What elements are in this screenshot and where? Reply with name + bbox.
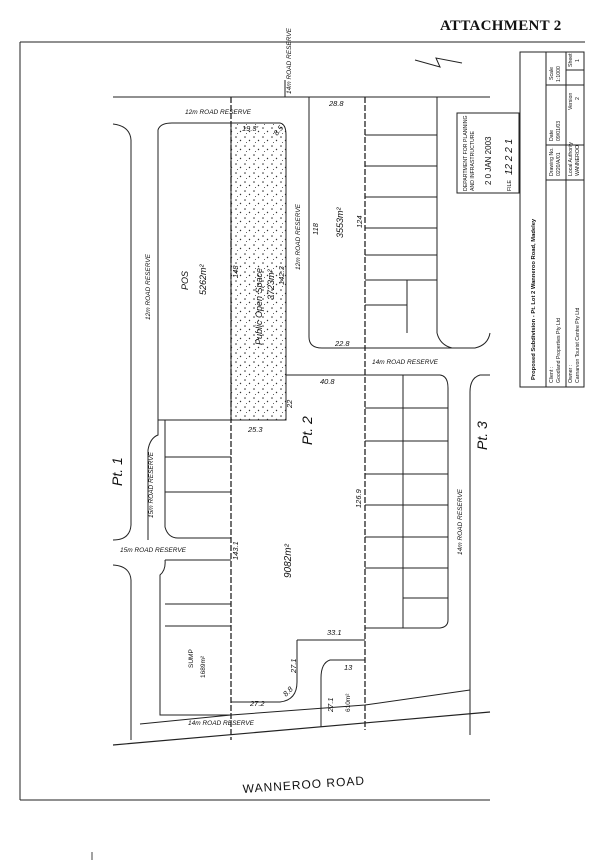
- label-top-road: 12m ROAD RESERVE: [185, 109, 252, 116]
- dpi-received-stamp: DEPARTMENT FOR PLANNING AND INFRASTRUCTU…: [456, 112, 520, 194]
- label-bottom-road: 14m ROAD RESERVE: [188, 720, 255, 727]
- tb-authority: WANNEROO: [575, 145, 581, 176]
- label-pt1: Pt. 1: [109, 457, 125, 486]
- left-lower-lot-lines: [165, 456, 231, 493]
- label-mid-vertical-road: 12m ROAD RESERVE: [295, 203, 302, 270]
- label-mid-horizontal-road: 14m ROAD RESERVE: [372, 359, 439, 366]
- label-right-vertical-road: 14m ROAD RESERVE: [457, 488, 464, 555]
- tb-client-label: Client :: [549, 367, 555, 383]
- label-wanneroo-road: WANNEROO ROAD: [242, 773, 365, 796]
- tb-owner: Carnarvon Tourist Centre Pty Ltd: [575, 307, 581, 383]
- dim-27-1b: 27.1: [326, 697, 335, 713]
- label-lot-3553: 3553m²: [335, 206, 345, 238]
- dim-126-9: 126.9: [354, 488, 363, 508]
- tb-date: 09/01/03: [556, 121, 562, 141]
- label-pt2: Pt. 2: [299, 416, 315, 445]
- tb-date-label: Date: [549, 130, 555, 141]
- label-sump: SUMP: [188, 649, 195, 668]
- dim-27-2: 27.2: [249, 699, 265, 708]
- lot-3553: [308, 97, 365, 349]
- dim-13: 13: [344, 663, 353, 672]
- label-pos: POS: [180, 271, 190, 290]
- dim-118: 118: [311, 222, 320, 235]
- upper-right-lot-corner: [436, 332, 453, 349]
- label-public-open-space-area: 3723m²: [266, 268, 276, 300]
- tb-version: 2: [575, 97, 581, 100]
- pos-lot: [157, 122, 232, 421]
- label-lot-9082: 9082m²: [283, 543, 294, 578]
- bottom-road-line: [139, 689, 471, 725]
- label-pos-area: 5262m²: [198, 263, 208, 295]
- attachment-title: ATTACHMENT 2: [440, 18, 562, 34]
- stamp-file-no: 12 2 2 1: [504, 139, 515, 175]
- sump-lot-lines: [165, 603, 231, 627]
- dim-19-3: 19.3': [242, 124, 259, 133]
- dim-143-1: 143.1: [231, 541, 240, 560]
- label-left-vertical-road: 12m ROAD RESERVE: [145, 253, 152, 320]
- dim-27-1a: 27.1: [289, 658, 298, 674]
- mid-right-lot-lines: [365, 407, 448, 599]
- tb-authority-label: Local Authority: [568, 142, 574, 176]
- stamp-dept-line2: AND INFRASTRUCTURE: [470, 131, 476, 191]
- dim-8-8: 8.8: [281, 684, 295, 698]
- label-lot-610: 610m²: [345, 693, 352, 712]
- dim-148: 148: [231, 265, 240, 278]
- dim-142: 142.3: [277, 265, 286, 285]
- lot-610: [320, 659, 365, 727]
- tb-drawing-no: 0220/A/01: [556, 152, 562, 176]
- label-public-open-space: Public Open Space: [254, 268, 264, 345]
- dim-124: 124: [355, 215, 364, 228]
- tb-drawing-label: Drawing No.: [549, 147, 555, 176]
- tb-client: Goodland Properties Pty Ltd: [556, 318, 562, 383]
- dim-22: 22: [285, 399, 294, 409]
- dim-40-8: 40.8: [320, 377, 335, 386]
- break-line: [414, 57, 463, 68]
- upper-right-lot-lines: [365, 134, 437, 306]
- tb-scale: 1:1000: [556, 66, 562, 82]
- public-open-space-lot: [230, 122, 287, 421]
- mid-road-south: [286, 374, 449, 629]
- tb-version-label: Version: [568, 93, 574, 110]
- title-block-title: Proposed Subdivision - Pt. Lot 2 Wannero…: [531, 218, 537, 380]
- mid-road-east-kerb: [469, 374, 490, 735]
- upper-right-road: [365, 332, 491, 349]
- left-road-kerb-lower: [112, 564, 132, 740]
- pt2-south-lot: [231, 639, 365, 703]
- stamp-date: 2 0 JAN 2003: [484, 136, 493, 185]
- label-15m-horizontal-road: 15m ROAD RESERVE: [120, 547, 187, 554]
- stamp-file-prefix: FILE: [507, 180, 513, 191]
- label-corner-reserve: 14m ROAD RESERVE: [286, 27, 293, 94]
- tb-sheet-label: Sheet: [568, 53, 574, 67]
- tb-sheet: 1: [575, 59, 581, 62]
- label-sump-area: 1689m²: [200, 655, 207, 678]
- left-lower-lot: [164, 420, 231, 539]
- label-15m-vertical-road: 15m ROAD RESERVE: [148, 451, 155, 518]
- label-pt3: Pt. 3: [474, 421, 490, 450]
- tb-owner-label: Owner :: [568, 365, 574, 383]
- left-lower-road: [147, 420, 159, 540]
- tb-scale-label: Scale: [549, 67, 555, 80]
- sump-block: [159, 559, 231, 716]
- dim-25-3: 25.3: [247, 425, 263, 434]
- wanneroo-road-north-edge: [112, 711, 491, 746]
- title-block: Proposed Subdivision - Pt. Lot 2 Wannero…: [519, 51, 585, 388]
- dim-33-1: 33.1: [327, 628, 342, 637]
- dim-28-8: 28.8: [328, 99, 344, 108]
- stamp-dept-line1: DEPARTMENT FOR PLANNING: [463, 115, 469, 191]
- dim-22-8: 22.8: [334, 339, 350, 348]
- left-road-kerb: [112, 123, 132, 541]
